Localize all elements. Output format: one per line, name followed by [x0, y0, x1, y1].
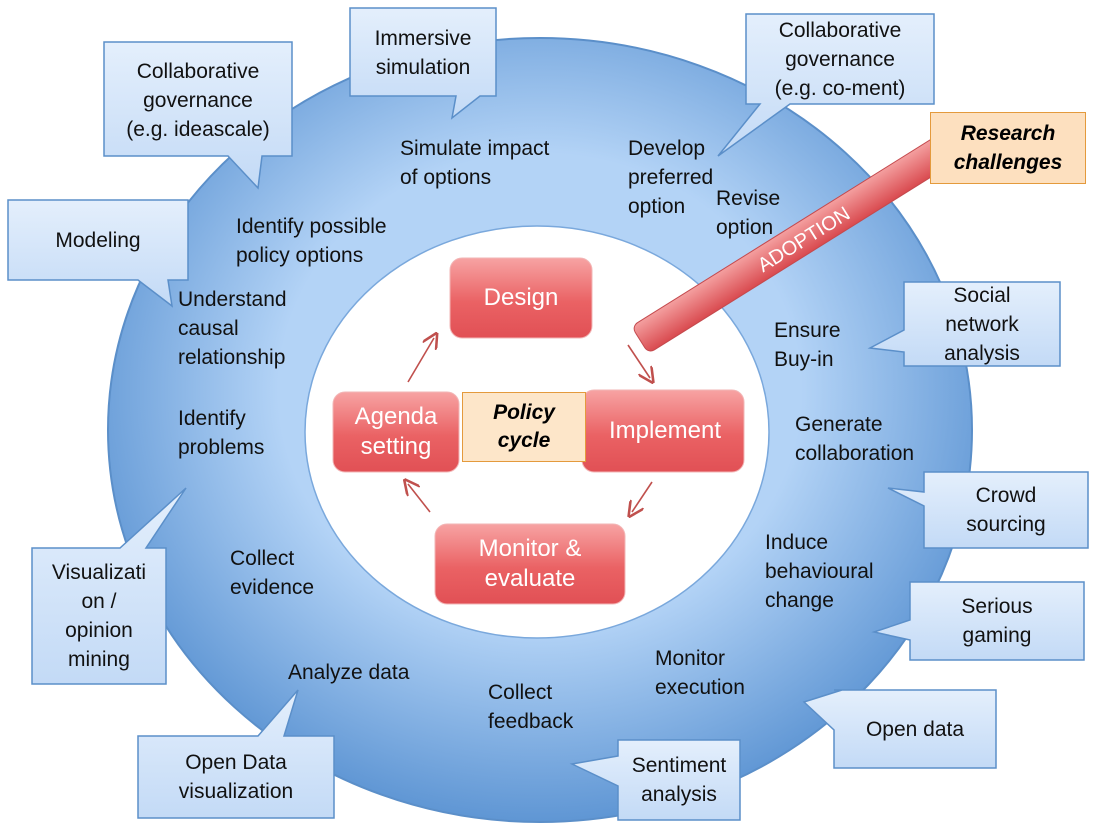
stage-monitor-box	[434, 523, 626, 605]
stage-agenda-box	[332, 391, 460, 473]
callout-sentiment: Sentiment analysis	[631, 754, 727, 806]
callout-collab-coment-shape	[717, 13, 935, 157]
stage-design-label: Design	[483, 284, 559, 311]
callout-modeling: Modeling	[55, 228, 141, 252]
stage-agenda-label: Agenda setting	[354, 403, 438, 460]
callout-visualization-shape	[31, 487, 187, 685]
ring-label-analyze: Analyze data	[288, 661, 410, 684]
ring-label-generate: Generate collaboration	[795, 413, 915, 465]
callout-collab-ideascale: Collaborative governance (e.g. ideascale…	[126, 59, 270, 141]
ring-label-simulate: Simulate impact of options	[400, 137, 550, 189]
policy-cycle-label: Policy cycle	[462, 392, 586, 462]
ring-label-monitor-execution: Monitor execution	[655, 647, 745, 699]
callout-open-data-shape	[802, 689, 997, 769]
callout-visualization: Visualizati on / opinion mining	[51, 561, 147, 671]
stage-monitor-label: Monitor & evaluate	[478, 535, 582, 592]
ring-label-collect-feedback: Collect feedback	[488, 681, 574, 733]
callout-crowd-shape	[887, 471, 1089, 549]
research-challenges-label: Research challenges	[930, 112, 1086, 184]
callout-serious: Serious gaming	[961, 595, 1033, 647]
ring-label-collect-evidence: Collect evidence	[230, 547, 315, 599]
cycle-arrow-bottom-right	[632, 481, 653, 512]
callout-open-data: Open data	[865, 717, 965, 741]
ring-label-identify-options: Identify possible policy options	[236, 215, 387, 267]
callout-social-network-shape	[867, 281, 1061, 367]
stage-implement-label: Implement	[608, 417, 722, 444]
callout-serious-shape	[871, 581, 1085, 661]
callout-open-data-vis: Open Data visualization	[178, 751, 294, 803]
cycle-arrow-top-right	[627, 344, 650, 378]
cycle-arrow-top-left	[407, 338, 434, 383]
callout-modeling-shape	[7, 199, 189, 308]
ring-label-develop: Develop preferred option	[628, 137, 714, 218]
stage-design-box	[449, 257, 593, 339]
ring-label-ensure: Ensure Buy-in	[774, 319, 841, 371]
ring-label-identify-problems: Identify problems	[178, 407, 265, 459]
callout-collab-ideascale-shape	[103, 41, 293, 190]
callout-immersive-shape	[349, 7, 497, 120]
callout-collab-coment: Collaborative governance (e.g. co-ment)	[774, 18, 906, 100]
callout-open-data-vis-shape	[137, 689, 335, 819]
ring-label-revise: Revise option	[716, 187, 781, 239]
cycle-arrow-bottom-left	[408, 484, 431, 513]
callout-sentiment-shape	[569, 739, 741, 821]
ring-label-induce: Induce behavioural change	[765, 531, 874, 612]
callout-immersive: Immersive simulation	[374, 27, 472, 79]
callout-social-network: Social network analysis	[944, 283, 1020, 365]
ring-label-understand: Understand causal relationship	[178, 288, 287, 369]
callout-crowd: Crowd sourcing	[966, 484, 1046, 536]
